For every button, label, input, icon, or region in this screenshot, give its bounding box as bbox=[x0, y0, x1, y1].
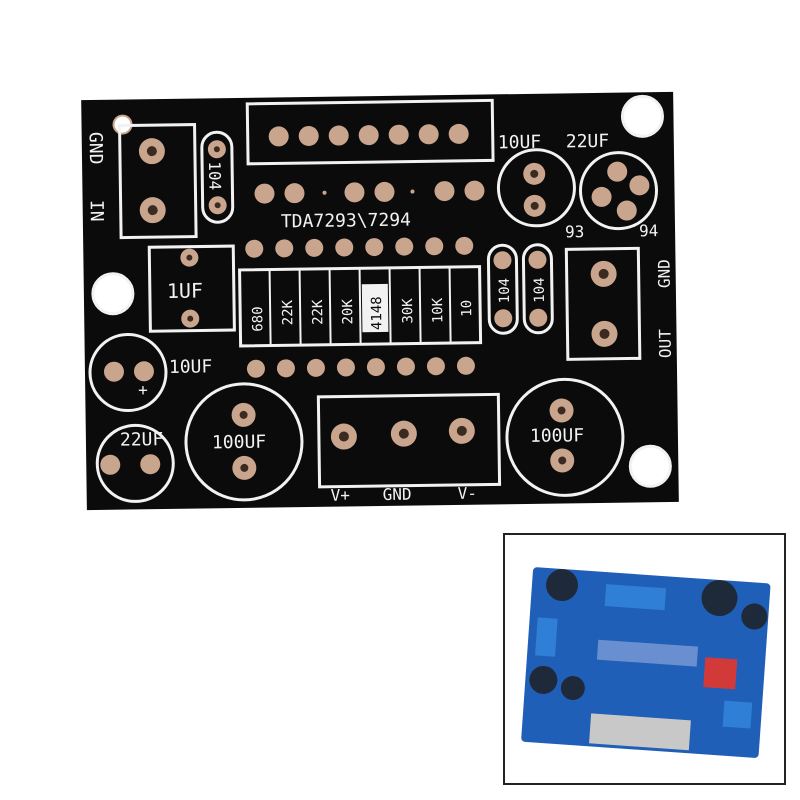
cap-1uf-outline bbox=[147, 244, 236, 333]
cap-10uf-top-outline bbox=[496, 148, 576, 228]
power-terminal-outline bbox=[316, 392, 502, 489]
capacitor bbox=[529, 665, 558, 694]
label-100uf-right: 100UF bbox=[530, 425, 584, 447]
mounting-hole bbox=[91, 272, 135, 316]
heatsink bbox=[589, 713, 691, 751]
label-104-left: 104 bbox=[205, 161, 224, 190]
mounting-hole bbox=[620, 94, 664, 138]
terminal-block bbox=[604, 584, 667, 611]
label-r5: 4148 bbox=[369, 296, 385, 330]
label-10uf-top: 10UF bbox=[498, 132, 542, 154]
cap-22uf-left-outline bbox=[95, 423, 175, 503]
label-r4: 20K bbox=[340, 298, 356, 324]
label-in-gnd: GND bbox=[85, 132, 106, 165]
capacitor bbox=[741, 603, 768, 630]
ic-93-94-outline bbox=[578, 151, 658, 231]
capacitor bbox=[560, 676, 585, 701]
assembled-board-photo bbox=[503, 533, 786, 785]
label-r2: 22K bbox=[280, 299, 296, 325]
label-out-gnd: GND bbox=[654, 259, 673, 288]
resistor-row bbox=[596, 639, 699, 667]
label-r8: 10 bbox=[459, 300, 475, 317]
cap-104-a-outline bbox=[486, 243, 519, 335]
label-in-in: IN bbox=[86, 200, 107, 222]
input-terminal-outline bbox=[118, 123, 198, 240]
label-r6: 30K bbox=[400, 298, 416, 324]
resistor-bottom-pads bbox=[246, 356, 475, 378]
label-r3: 22K bbox=[310, 299, 326, 325]
label-power-gnd: GND bbox=[383, 485, 412, 504]
chip-header-outline bbox=[245, 98, 495, 166]
label-10uf-left: 10UF bbox=[169, 356, 213, 378]
label-r7: 10K bbox=[430, 297, 446, 323]
cap-10uf-left-outline bbox=[88, 333, 168, 413]
label-93: 93 bbox=[565, 222, 585, 241]
capacitor bbox=[546, 569, 579, 602]
label-104-b: 104 bbox=[532, 277, 548, 303]
assembled-board-illustration bbox=[505, 535, 784, 783]
label-plus-left: + bbox=[138, 380, 148, 399]
label-out-out: OUT bbox=[655, 329, 674, 359]
relay bbox=[703, 657, 738, 690]
mounting-hole bbox=[628, 444, 672, 488]
cap-104-left-outline bbox=[200, 130, 235, 224]
label-vplus: V+ bbox=[331, 485, 351, 504]
output-terminal-outline bbox=[564, 246, 642, 361]
label-104-a: 104 bbox=[497, 278, 513, 304]
label-r1: 680 bbox=[250, 306, 266, 332]
cap-100uf-right-outline bbox=[505, 377, 625, 497]
label-chip: TDA7293\7294 bbox=[281, 210, 411, 233]
label-vminus: V- bbox=[458, 484, 478, 503]
cap-104-b-outline bbox=[521, 243, 554, 335]
resistor-dividers bbox=[268, 267, 452, 346]
terminal-block bbox=[722, 700, 753, 729]
resistor-top-pads bbox=[245, 236, 474, 258]
chip-header-pads bbox=[254, 123, 485, 204]
label-22uf-top: 22UF bbox=[566, 131, 610, 153]
label-22uf-left: 22UF bbox=[120, 429, 164, 451]
terminal-block bbox=[535, 617, 558, 657]
label-100uf-left: 100UF bbox=[212, 432, 266, 454]
cap-100uf-left-outline bbox=[184, 382, 304, 502]
capacitor bbox=[701, 580, 738, 617]
label-1uf: 1UF bbox=[167, 278, 203, 303]
label-94: 94 bbox=[639, 221, 659, 240]
